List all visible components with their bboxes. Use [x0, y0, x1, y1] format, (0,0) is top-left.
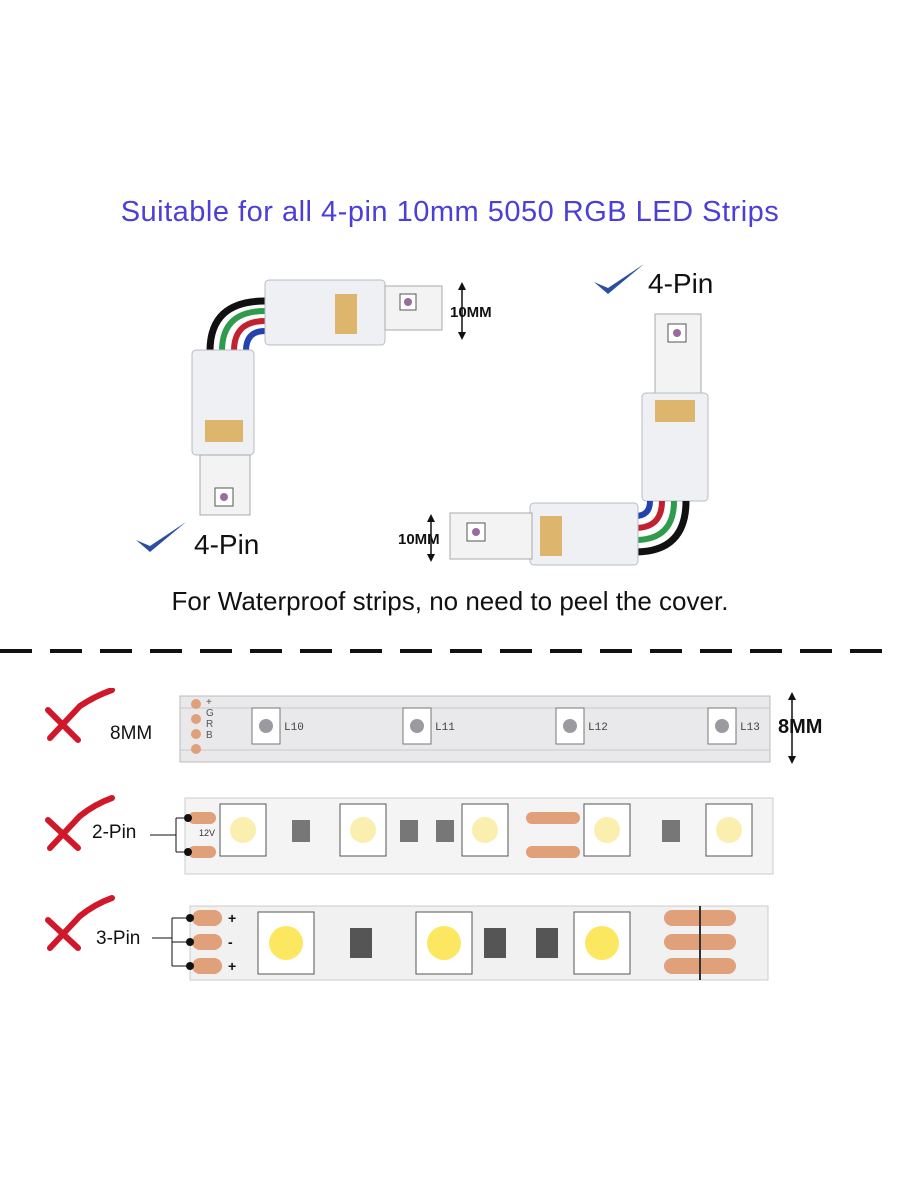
- right-l-connector: [427, 313, 709, 566]
- strip-3pin-pads: + - +: [228, 910, 237, 974]
- headline: Suitable for all 4-pin 10mm 5050 RGB LED…: [120, 196, 780, 228]
- right-dimension-label: 10MM: [398, 531, 440, 548]
- strip-2pin: [45, 795, 774, 875]
- led-label: L12: [588, 722, 608, 734]
- strip-3pin: [45, 895, 769, 981]
- connector-illustration: [136, 264, 709, 566]
- right-pin-label: 4-Pin: [648, 268, 714, 299]
- strip-2pin-label: 2-Pin: [92, 822, 137, 843]
- left-dimension-label: 10MM: [450, 304, 492, 321]
- check-icon: [594, 264, 644, 294]
- strip-8mm: [45, 688, 796, 764]
- voltage-label: 12V: [199, 828, 216, 838]
- check-icon: [136, 522, 186, 552]
- cross-icon: [45, 795, 115, 851]
- left-pin-label: 4-Pin: [194, 529, 260, 560]
- waterproof-note: For Waterproof strips, no need to peel t…: [171, 586, 729, 616]
- strip-8mm-label: 8MM: [110, 723, 153, 744]
- led-label: L11: [435, 722, 455, 734]
- dashed-divider: [0, 649, 900, 653]
- strip-8mm-dimension: 8MM: [778, 716, 823, 738]
- cross-icon: [45, 688, 115, 743]
- strip-8mm-pads: + G R B: [206, 697, 214, 741]
- led-label: L13: [740, 722, 760, 734]
- strip-3pin-label: 3-Pin: [96, 928, 141, 949]
- led-label: L10: [284, 722, 304, 734]
- left-l-connector: [191, 279, 466, 516]
- cross-icon: [45, 895, 115, 951]
